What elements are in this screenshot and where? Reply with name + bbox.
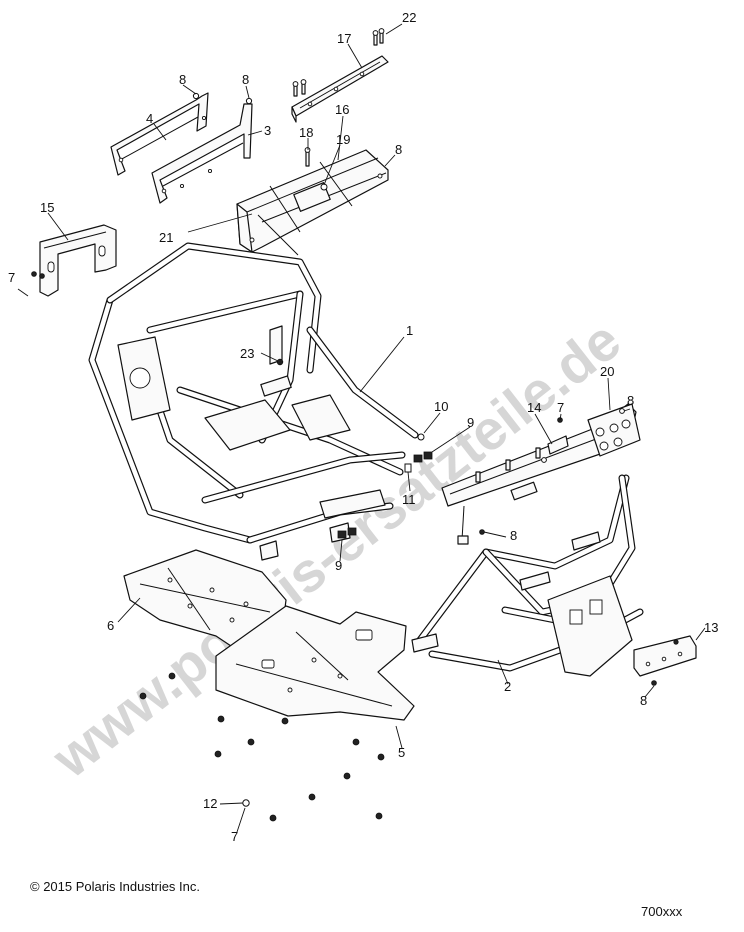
part-2-rear-subframe [411, 474, 644, 677]
callout-23: 23 [240, 346, 254, 361]
callout-8: 8 [395, 142, 402, 157]
callout-10: 10 [434, 399, 448, 414]
callout-13: 13 [704, 620, 718, 635]
part-23-fastener [276, 358, 284, 366]
callout-7: 7 [557, 400, 564, 415]
callout-18: 18 [299, 125, 313, 140]
callout-4: 4 [146, 111, 153, 126]
part-4-seat-bracket [110, 92, 209, 176]
callout-8: 8 [179, 72, 186, 87]
part-17-upper-rail [291, 55, 389, 123]
callout-1: 1 [406, 323, 413, 338]
callout-16: 16 [335, 102, 349, 117]
callout-20: 20 [600, 364, 614, 379]
callout-8: 8 [242, 72, 249, 87]
part-13-rear-bracket [633, 635, 697, 686]
part-14-bracket [541, 435, 569, 463]
callout-labels: 22 17 8 8 4 3 16 18 19 8 15 7 21 1 23 20… [8, 10, 718, 844]
callout-9: 9 [335, 558, 342, 573]
part-20-rear-rail [441, 403, 641, 545]
callout-8: 8 [510, 528, 517, 543]
leader-lines [17, 23, 706, 833]
part-16-seat-base-frame [236, 147, 389, 253]
callout-2: 2 [504, 679, 511, 694]
callout-15: 15 [40, 200, 54, 215]
callout-11: 11 [402, 492, 416, 507]
callout-12: 12 [203, 796, 217, 811]
diagram-id: 700xxx [641, 904, 683, 919]
callout-8: 8 [640, 693, 647, 708]
callout-7: 7 [8, 270, 15, 285]
skid-plate-fasteners [139, 672, 385, 822]
part-11-fastener [404, 463, 412, 473]
callout-8: 8 [627, 393, 634, 408]
callout-14: 14 [527, 400, 541, 415]
callout-7: 7 [231, 829, 238, 844]
callout-22: 22 [402, 10, 416, 25]
callout-21: 21 [159, 230, 173, 245]
callout-5: 5 [398, 745, 405, 760]
callout-3: 3 [264, 123, 271, 138]
part-21-hinge-rod [257, 214, 299, 256]
part-15-side-bracket [31, 224, 117, 297]
copyright-text: © 2015 Polaris Industries Inc. [30, 879, 200, 894]
callout-6: 6 [107, 618, 114, 633]
part-22-bolts [372, 28, 385, 46]
part-1-main-frame [88, 242, 419, 561]
callout-17: 17 [337, 31, 351, 46]
callout-9: 9 [467, 415, 474, 430]
part-5-rear-skid-plate [215, 605, 415, 721]
part-3-seat-bracket [151, 97, 253, 204]
part-10-fastener [417, 433, 425, 441]
callout-19: 19 [336, 132, 350, 147]
part-9-fasteners [337, 451, 433, 539]
